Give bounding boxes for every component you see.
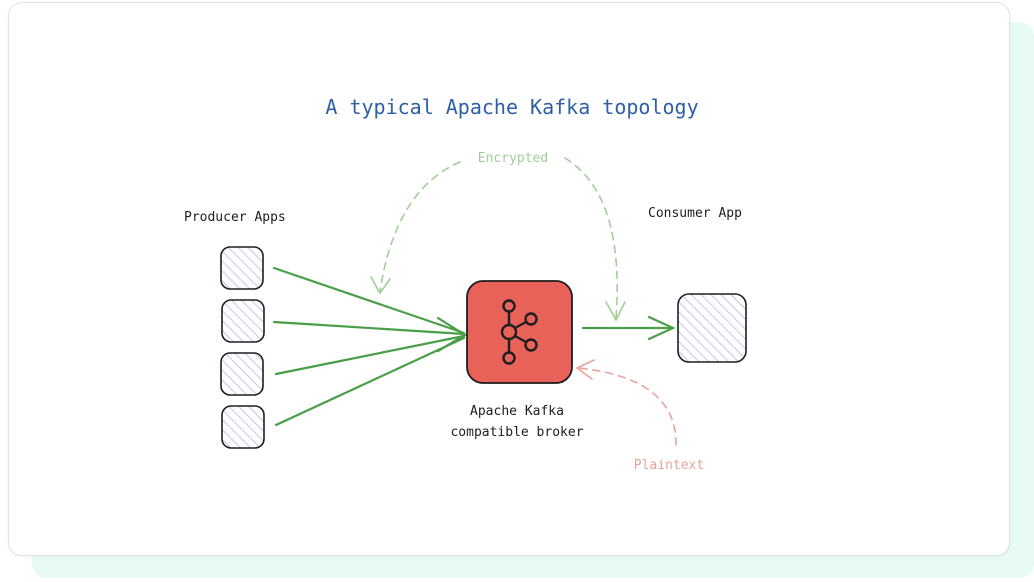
producer-app-1 (220, 246, 264, 290)
encrypted-arrowhead-right (605, 301, 626, 322)
consumer-flow-arrowhead (647, 315, 676, 341)
kafka-logo-icon (500, 299, 538, 365)
flow-arrow-1 (272, 266, 466, 335)
flow-arrowhead (436, 316, 468, 353)
diagram-title: A typical Apache Kafka topology (325, 95, 698, 119)
encrypted-arrowhead-left (370, 276, 391, 295)
flow-arrow-4 (274, 336, 466, 427)
broker-label-line2: compatible broker (450, 425, 583, 440)
producer-apps-label: Producer Apps (184, 210, 286, 225)
producer-app-2 (221, 299, 265, 343)
flow-arrow-3 (274, 334, 466, 376)
plaintext-arrowhead (575, 359, 595, 380)
kafka-broker (466, 280, 573, 384)
encrypted-label: Encrypted (478, 151, 548, 166)
encrypted-arrows (379, 157, 618, 319)
producer-flow-arrows (272, 266, 468, 427)
diagram-card (8, 2, 1010, 556)
consumer-app (677, 293, 747, 363)
encrypted-arrow-left (379, 161, 461, 293)
flow-arrow-2 (272, 320, 466, 336)
encrypted-arrow-right (564, 157, 618, 319)
producer-app-4 (221, 405, 265, 449)
plaintext-label: Plaintext (634, 458, 704, 473)
plaintext-arrow (577, 367, 677, 446)
broker-label-line1: Apache Kafka (470, 404, 564, 419)
producer-app-3 (220, 352, 264, 396)
producer-apps (220, 246, 265, 449)
consumer-app-label: Consumer App (648, 206, 742, 221)
